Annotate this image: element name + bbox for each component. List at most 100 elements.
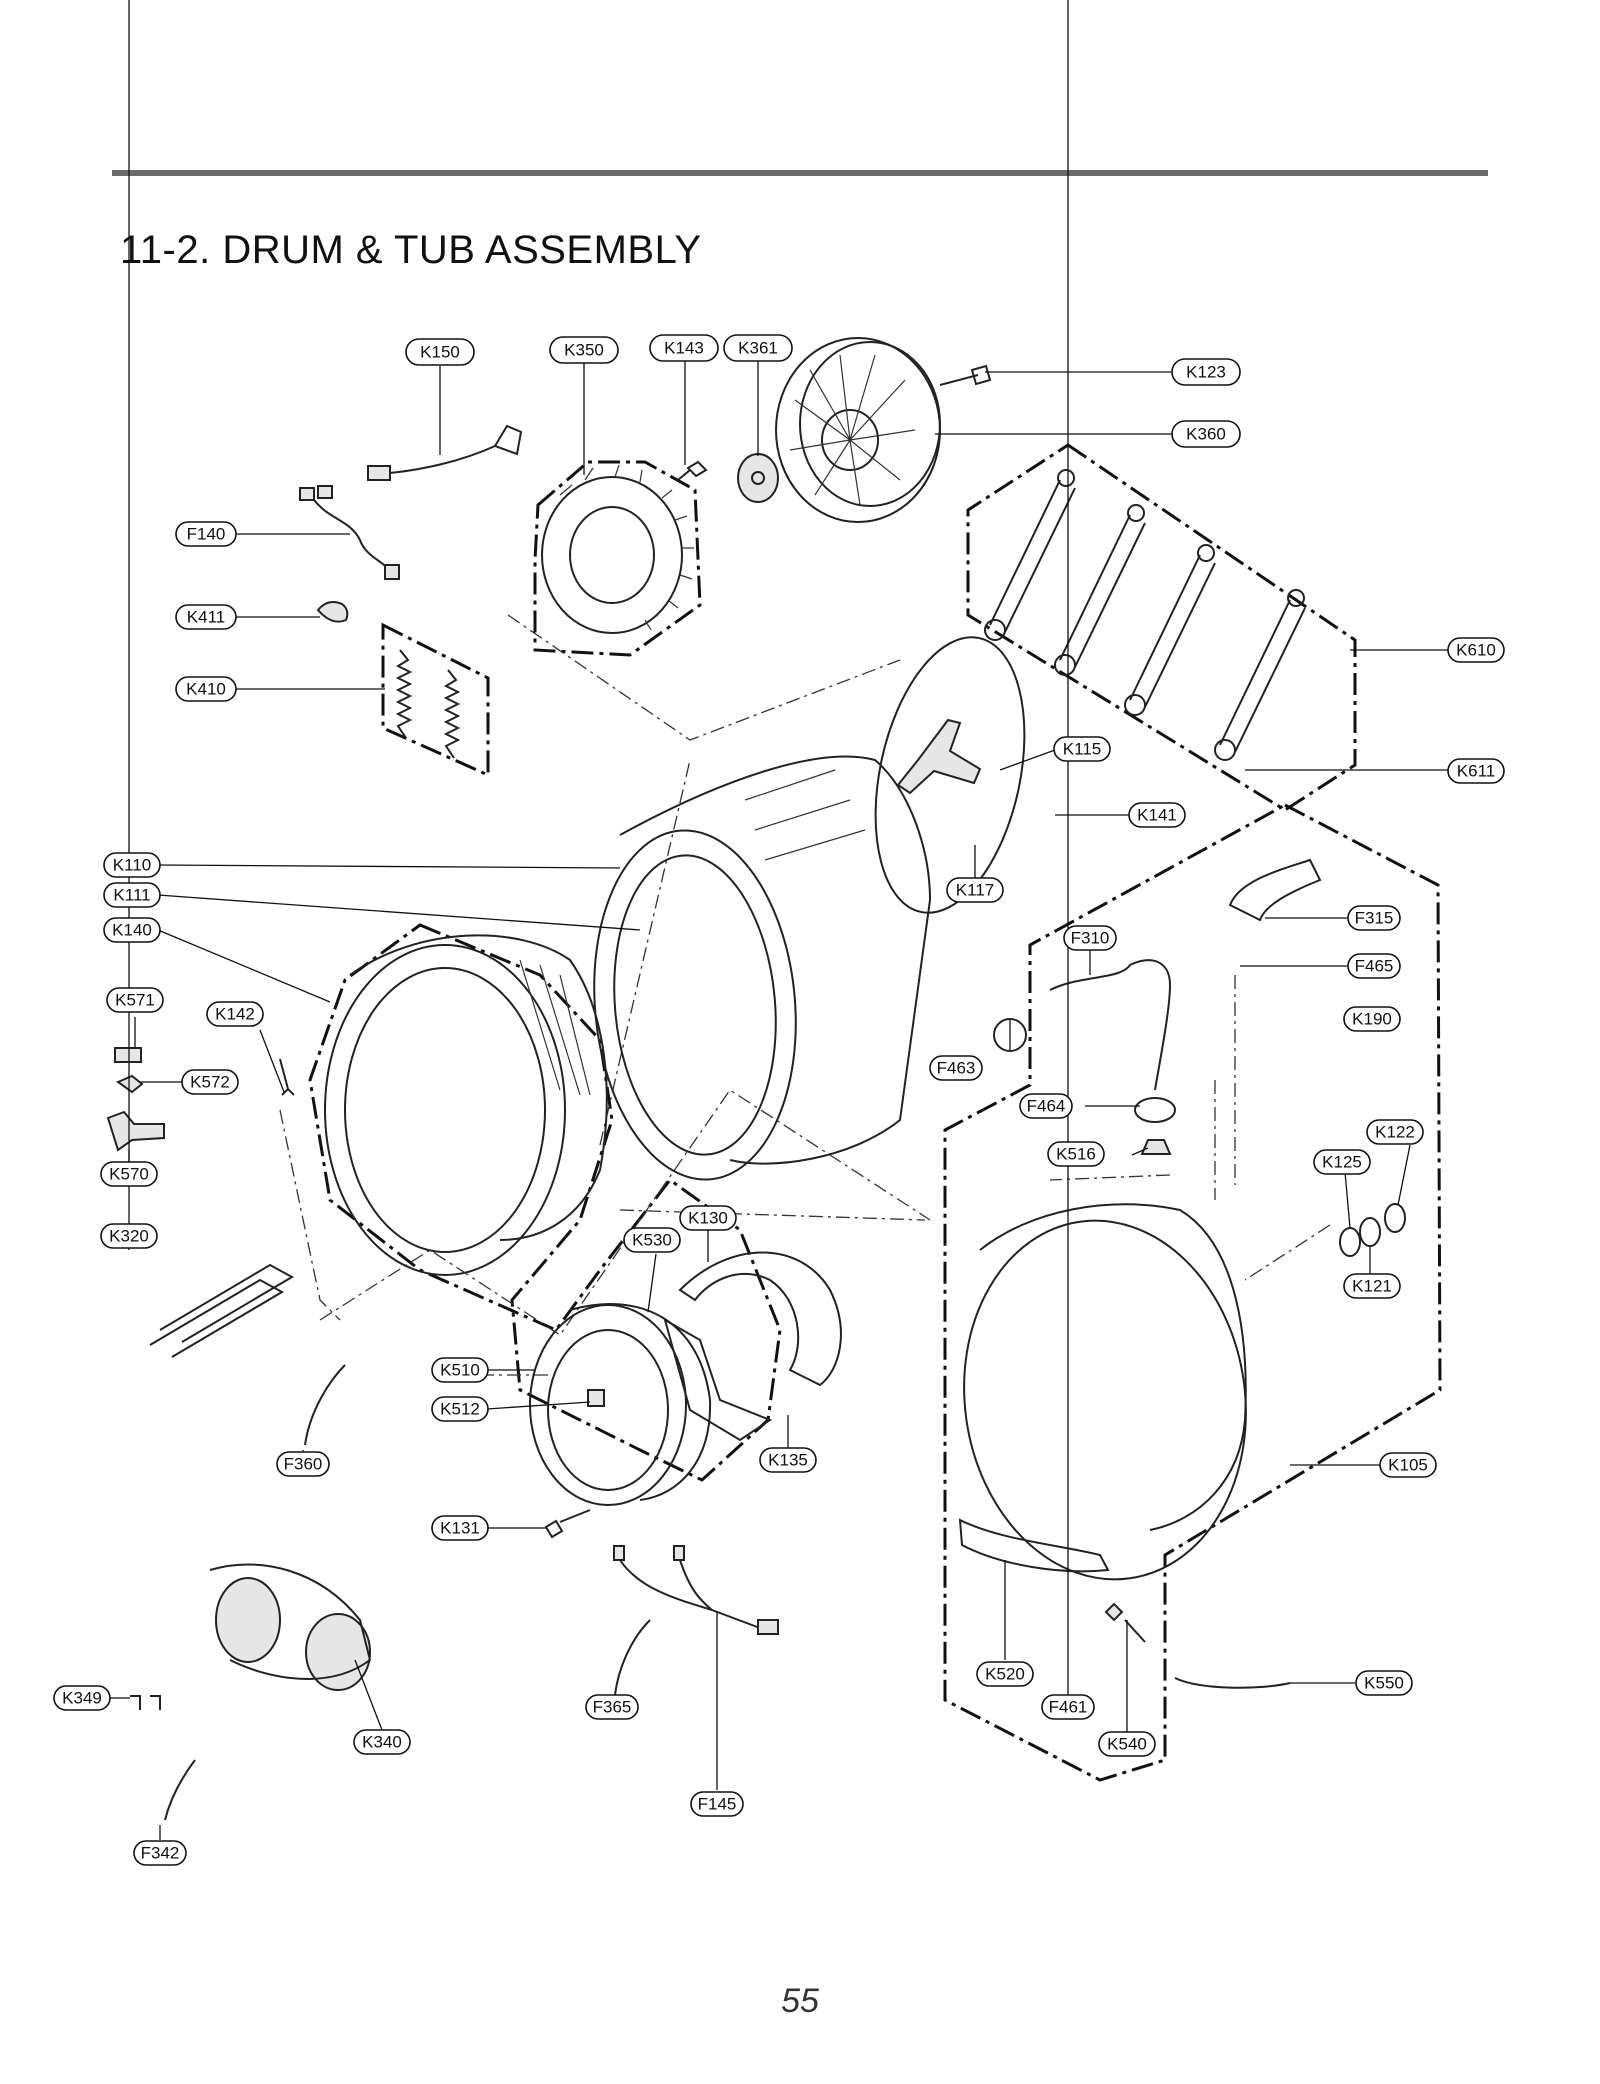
lower-guide-line bbox=[319, 1089, 931, 1336]
counterweight-k130 bbox=[663, 1251, 842, 1442]
page-title: 11-2. DRUM & TUB ASSEMBLY bbox=[120, 228, 702, 272]
label-f315: F315 bbox=[1347, 905, 1401, 931]
hose-f365 bbox=[614, 1619, 651, 1696]
svg-text:K105: K105 bbox=[1388, 1456, 1428, 1475]
label-f465: F465 bbox=[1347, 953, 1401, 979]
label-k360: K360 bbox=[1171, 420, 1241, 448]
cap-f463 bbox=[993, 1018, 1027, 1052]
svg-text:K125: K125 bbox=[1322, 1153, 1362, 1172]
label-k572: K572 bbox=[181, 1069, 239, 1095]
label-k115: K115 bbox=[1053, 736, 1111, 762]
hose-f315 bbox=[1228, 858, 1322, 922]
label-k540: K540 bbox=[1098, 1731, 1156, 1757]
svg-text:K110: K110 bbox=[113, 856, 151, 875]
front-tub-group-outline bbox=[308, 923, 782, 1482]
svg-text:K350: K350 bbox=[564, 341, 604, 360]
damper-group-outline bbox=[966, 443, 1357, 812]
stator-to-drum-line bbox=[507, 614, 901, 741]
label-k141: K141 bbox=[1128, 802, 1186, 828]
hose-f360 bbox=[304, 1364, 346, 1446]
springs-k410 bbox=[395, 649, 461, 759]
svg-text:K122: K122 bbox=[1375, 1123, 1415, 1142]
bolt-k123 bbox=[939, 364, 992, 386]
rotor-k360 bbox=[775, 337, 941, 523]
svg-text:F365: F365 bbox=[593, 1698, 632, 1717]
label-k520: K520 bbox=[976, 1661, 1034, 1687]
svg-text:K520: K520 bbox=[985, 1665, 1025, 1684]
svg-text:K142: K142 bbox=[215, 1005, 255, 1024]
label-k117: K117 bbox=[946, 877, 1004, 903]
bearing-k121 bbox=[1359, 1217, 1381, 1247]
front-axis-line bbox=[619, 1209, 926, 1221]
dampers-k610 bbox=[984, 469, 1306, 761]
clip-k411 bbox=[316, 601, 349, 623]
svg-text:K570: K570 bbox=[109, 1165, 149, 1184]
svg-text:K512: K512 bbox=[440, 1400, 480, 1419]
svg-text:K550: K550 bbox=[1364, 1674, 1404, 1693]
hose-k520 bbox=[958, 1518, 1110, 1573]
hose-f310 bbox=[1049, 959, 1172, 1091]
bearing-axis-line bbox=[1244, 1224, 1331, 1281]
part-k516 bbox=[1140, 1139, 1172, 1155]
svg-text:F461: F461 bbox=[1049, 1698, 1088, 1717]
svg-text:K130: K130 bbox=[688, 1209, 728, 1228]
parts-art bbox=[106, 337, 1406, 1821]
leader-lines bbox=[80, 0, 1450, 1840]
label-k550: K550 bbox=[1355, 1670, 1413, 1696]
label-k530: K530 bbox=[623, 1227, 681, 1253]
svg-text:K340: K340 bbox=[362, 1733, 402, 1752]
label-k110: K110 bbox=[103, 852, 161, 878]
svg-text:K143: K143 bbox=[664, 339, 704, 358]
label-k611: K611 bbox=[1447, 758, 1505, 784]
part-labels: K150 K350 K143 K361 K123 K360 F140 K411 … bbox=[53, 334, 1505, 1866]
label-k122: K122 bbox=[1366, 1119, 1424, 1145]
svg-text:K411: K411 bbox=[187, 608, 225, 627]
sensor-k550 bbox=[1174, 1677, 1291, 1689]
label-k190: K190 bbox=[1343, 1006, 1401, 1032]
label-k570: K570 bbox=[100, 1161, 158, 1187]
label-f463: F463 bbox=[929, 1055, 983, 1081]
label-k123: K123 bbox=[1171, 358, 1241, 386]
spider-k115 bbox=[896, 718, 982, 795]
rear-tub-k105 bbox=[963, 1203, 1247, 1581]
part-k571 bbox=[114, 1047, 142, 1063]
bolt-k131 bbox=[544, 1509, 591, 1539]
stator-group-outline bbox=[533, 460, 702, 657]
svg-text:F342: F342 bbox=[141, 1844, 180, 1863]
label-f461: F461 bbox=[1041, 1694, 1095, 1720]
svg-text:K540: K540 bbox=[1107, 1735, 1147, 1754]
label-k350: K350 bbox=[549, 336, 619, 364]
svg-text:K123: K123 bbox=[1186, 363, 1226, 382]
label-k320: K320 bbox=[100, 1223, 158, 1249]
ring-k141 bbox=[874, 636, 1026, 914]
svg-text:K410: K410 bbox=[186, 680, 226, 699]
svg-text:K572: K572 bbox=[190, 1073, 230, 1092]
rear-tub-group-outline bbox=[943, 803, 1442, 1782]
group-outlines bbox=[308, 443, 1442, 1782]
svg-text:K190: K190 bbox=[1352, 1010, 1392, 1029]
label-k512: K512 bbox=[431, 1396, 489, 1422]
label-f464: F464 bbox=[1019, 1093, 1073, 1119]
svg-text:K111: K111 bbox=[113, 886, 150, 905]
label-k571: K571 bbox=[106, 987, 164, 1013]
svg-text:F464: F464 bbox=[1027, 1097, 1066, 1116]
bolt-k143 bbox=[677, 460, 708, 481]
svg-text:F140: F140 bbox=[187, 525, 226, 544]
alignment-lines bbox=[279, 614, 1331, 1376]
svg-text:K131: K131 bbox=[440, 1519, 480, 1538]
part-k570 bbox=[106, 1110, 165, 1152]
bearing-k122 bbox=[1384, 1203, 1406, 1233]
label-k140: K140 bbox=[103, 917, 161, 943]
label-k105: K105 bbox=[1379, 1452, 1437, 1478]
gasket-guide-line bbox=[1049, 1174, 1171, 1181]
svg-text:F465: F465 bbox=[1355, 957, 1394, 976]
part-f461 bbox=[1104, 1602, 1124, 1622]
label-k121: K121 bbox=[1343, 1273, 1401, 1299]
part-k540 bbox=[1124, 1619, 1146, 1643]
label-k340: K340 bbox=[353, 1729, 411, 1755]
label-k516: K516 bbox=[1047, 1141, 1105, 1167]
svg-text:K150: K150 bbox=[420, 343, 460, 362]
label-k111: K111 bbox=[103, 882, 161, 908]
part-k572 bbox=[115, 1074, 144, 1094]
